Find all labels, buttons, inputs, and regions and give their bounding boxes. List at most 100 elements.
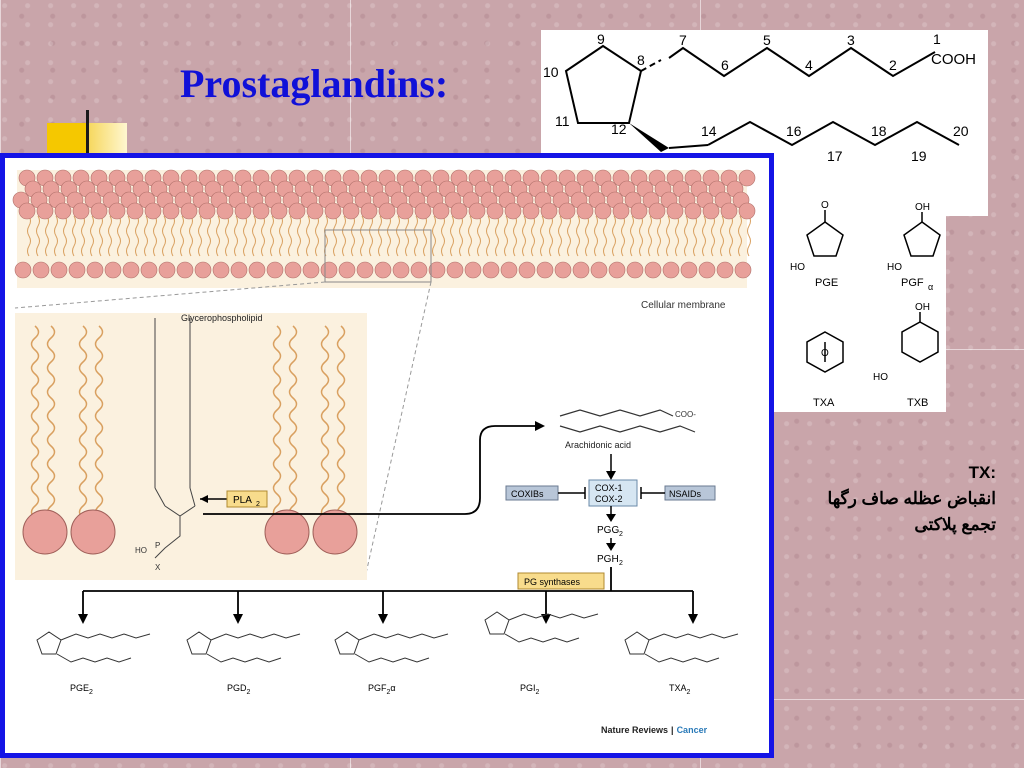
lipid-tail <box>108 215 112 257</box>
membrane-bead <box>522 202 540 220</box>
membrane-bead <box>468 202 486 220</box>
lipid-tail <box>288 325 298 519</box>
tx-effect-2: تجمع پلاکتی <box>914 515 996 534</box>
lipid-tail <box>531 215 535 257</box>
membrane-bead <box>572 261 590 279</box>
lipid-tail <box>486 215 490 257</box>
coo-label: COO- <box>675 410 696 419</box>
membrane-bead <box>302 261 320 279</box>
lipid-tail <box>738 215 742 257</box>
lipid-tail <box>441 215 445 257</box>
lipid-tail <box>378 215 382 257</box>
membrane-bead <box>72 202 90 220</box>
membrane-bead <box>540 202 558 220</box>
membrane-bead <box>162 202 180 220</box>
ho-label: HO <box>873 372 888 383</box>
lipid-tail <box>207 215 211 257</box>
coxibs-label: COXIBs <box>511 489 544 499</box>
membrane-bead <box>108 202 126 220</box>
membrane-bead <box>734 261 752 279</box>
lipid-tail <box>342 215 346 257</box>
lipid-tail <box>639 215 643 257</box>
lipid-tail <box>171 215 175 257</box>
carbon-number: 1 <box>933 31 941 47</box>
zoom-box <box>324 229 432 283</box>
product-arrowhead <box>688 614 698 624</box>
lipid-tail <box>306 215 310 257</box>
lipid-tail <box>396 215 400 257</box>
lipid-tail <box>567 215 571 257</box>
pg-synthases-box <box>517 572 605 590</box>
membrane-bead <box>140 261 158 279</box>
ho-label: HO <box>790 262 805 273</box>
ring-label-txa: TXA <box>813 397 835 409</box>
lipid-tail <box>336 325 346 519</box>
product-arrowhead <box>233 614 243 624</box>
ring-label-txb: TXB <box>907 397 928 409</box>
membrane-bead <box>50 261 68 279</box>
carbon-number: 10 <box>543 64 559 80</box>
lipid-tail <box>315 215 319 257</box>
membrane-bead <box>662 261 680 279</box>
oh-label: OH <box>915 302 930 313</box>
lipid-tail <box>243 215 247 257</box>
lipid-tail <box>135 215 139 257</box>
lipid-tail <box>320 325 330 519</box>
membrane-bead <box>698 261 716 279</box>
membrane-bead <box>234 202 252 220</box>
lipid-tail <box>558 215 562 257</box>
lipid-tail <box>630 215 634 257</box>
lipid-tail <box>585 215 589 257</box>
carbon-number: 3 <box>847 32 855 48</box>
pgh2-label: PGH <box>597 554 619 565</box>
lipid-tail <box>46 325 56 519</box>
membrane-bead <box>410 261 428 279</box>
ring-label-pge: PGE <box>815 277 838 289</box>
lipid-tail <box>684 215 688 257</box>
lipid-tail <box>117 215 121 257</box>
ring-structures: O HO OH HO OH HO O PGE PGF α TXA TXB <box>790 200 941 409</box>
membrane-bead <box>284 261 302 279</box>
bullet-bar <box>86 110 89 154</box>
lipid-tail <box>27 215 31 257</box>
lipid-tail <box>270 215 274 257</box>
lipid-tail <box>450 215 454 257</box>
carbon-number: 19 <box>911 148 927 164</box>
cox-box <box>588 479 638 507</box>
membrane-bead <box>392 261 410 279</box>
lipid-tail <box>198 215 202 257</box>
lipid-tail <box>729 215 733 257</box>
lipid-tail <box>45 215 49 257</box>
carbon-number: 17 <box>827 148 843 164</box>
lipid-tail <box>234 215 238 257</box>
cooh-label: COOH <box>931 51 976 68</box>
ring-label-pgf: PGF <box>901 277 924 289</box>
carbon-number: 5 <box>763 32 771 48</box>
prostanoic-acid-structure: 1 2 3 4 5 6 7 8 9 10 11 12 14 16 17 18 1… <box>543 31 976 164</box>
membrane-bead <box>558 202 576 220</box>
membrane-bead <box>198 202 216 220</box>
carbon-number: 4 <box>805 57 813 73</box>
oxo-label: O <box>821 200 829 211</box>
lipid-tail <box>549 215 553 257</box>
svg-text:P: P <box>155 541 160 550</box>
slide-title: Prostaglandins: <box>180 61 449 106</box>
membrane-bead <box>612 202 630 220</box>
membrane-bead <box>104 261 122 279</box>
pg-synthases-label: PG synthases <box>524 577 581 587</box>
membrane-bead <box>396 202 414 220</box>
arachidonic-acid-label: Arachidonic acid <box>565 440 631 450</box>
lipid-tail <box>126 215 130 257</box>
carbon-number: 6 <box>721 57 729 73</box>
product-structure <box>334 631 449 663</box>
lipid-tail <box>30 325 40 519</box>
alpha-subscript: α <box>928 282 933 292</box>
lipid-tail <box>63 215 67 257</box>
membrane-bead <box>320 261 338 279</box>
membrane-bead <box>630 202 648 220</box>
membrane-bead <box>684 202 702 220</box>
lipid-tail <box>747 215 751 257</box>
membrane-bead <box>720 202 738 220</box>
membrane-bead <box>14 261 32 279</box>
lipid-tail <box>693 215 697 257</box>
